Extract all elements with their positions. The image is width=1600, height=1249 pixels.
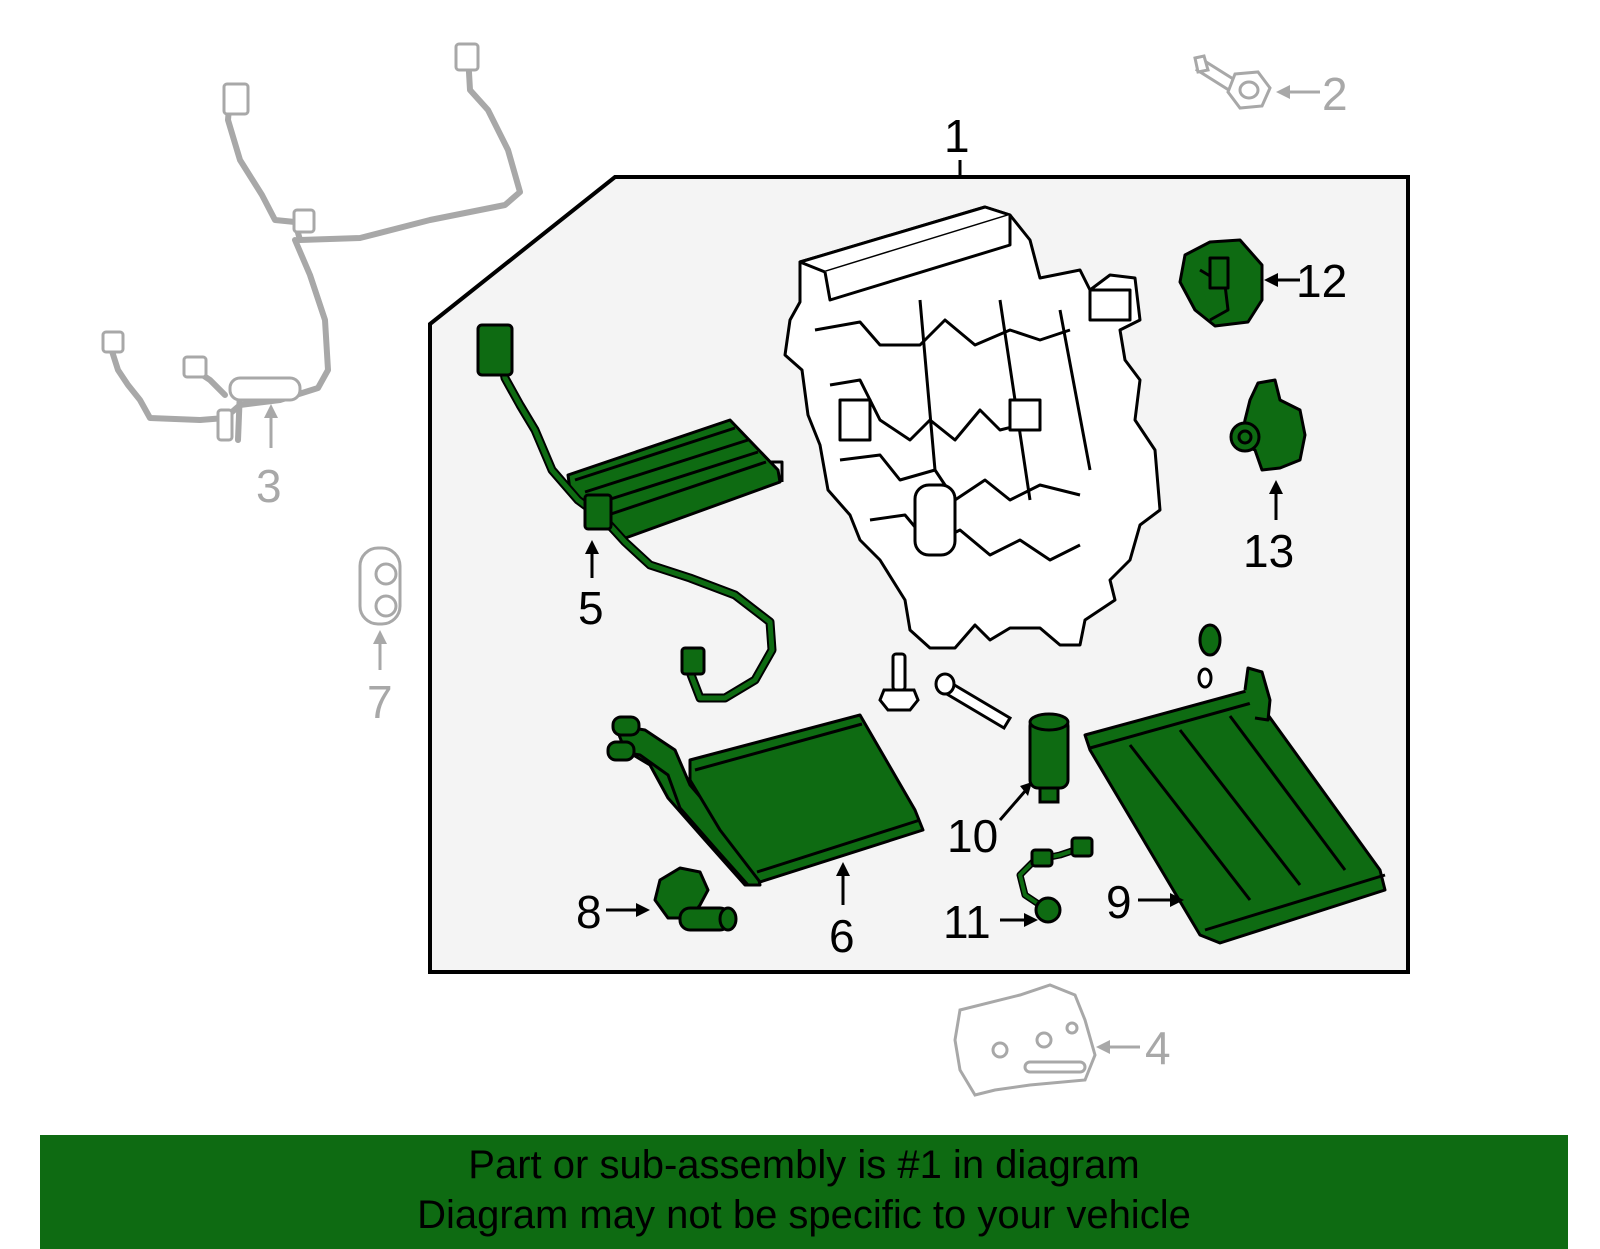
callout-12-arrowhead bbox=[1264, 273, 1278, 287]
callout-8: 8 bbox=[576, 886, 602, 938]
callout-7: 7 bbox=[367, 676, 393, 728]
part-1-housing bbox=[783, 205, 1162, 650]
callout-9: 9 bbox=[1106, 876, 1132, 928]
part-8-sensor bbox=[653, 866, 738, 932]
part-4-bracket bbox=[953, 983, 1097, 1097]
callout-11-arrowhead bbox=[1024, 913, 1038, 927]
part-9-evaporator bbox=[1083, 666, 1387, 945]
callout-2: 2 bbox=[1322, 68, 1348, 120]
callout-13-arrowhead bbox=[1269, 480, 1283, 494]
callout-13: 13 bbox=[1243, 525, 1294, 577]
callout-3-arrowhead bbox=[264, 404, 278, 418]
long-bolt-fastener bbox=[934, 672, 1013, 731]
part-10-sensor bbox=[1028, 712, 1070, 804]
callout-5-arrowhead bbox=[585, 540, 599, 554]
part-7-grommet bbox=[358, 546, 402, 626]
callout-11: 11 bbox=[943, 896, 991, 948]
part-5-harness-fill bbox=[495, 337, 775, 701]
part-12-actuator bbox=[1178, 238, 1264, 328]
callout-4-arrowhead bbox=[1096, 1040, 1110, 1054]
part-2-bolt bbox=[1193, 54, 1272, 110]
part-5-connectors bbox=[476, 323, 706, 676]
callout-5: 5 bbox=[578, 582, 604, 634]
part-13-actuator bbox=[1229, 378, 1307, 472]
callout-12: 12 bbox=[1296, 255, 1347, 307]
callout-1: 1 bbox=[944, 110, 970, 162]
callout-10-arrowhead bbox=[1020, 782, 1032, 796]
o-ring-seals bbox=[1197, 623, 1222, 689]
part-11-harness-fill bbox=[1018, 843, 1092, 907]
callout-9-arrowhead bbox=[1170, 893, 1184, 907]
screw-fastener bbox=[878, 652, 920, 712]
part-6-heater-core bbox=[606, 713, 925, 887]
callout-3: 3 bbox=[256, 460, 282, 512]
callout-10: 10 bbox=[947, 810, 998, 862]
callout-7-arrowhead bbox=[373, 630, 387, 644]
callout-10-arrow bbox=[998, 789, 1028, 821]
callout-6: 6 bbox=[829, 910, 855, 962]
callout-4: 4 bbox=[1145, 1022, 1171, 1074]
part-11-connectors bbox=[1030, 836, 1094, 924]
callout-2-arrowhead bbox=[1276, 85, 1290, 99]
part-3-connectors bbox=[101, 42, 480, 442]
banner-line-1: Part or sub-assembly is #1 in diagram bbox=[468, 1143, 1140, 1187]
callout-8-arrowhead bbox=[636, 903, 650, 917]
info-banner: Part or sub-assembly is #1 in diagram Di… bbox=[40, 1135, 1568, 1249]
callout-6-arrowhead bbox=[836, 862, 850, 876]
banner-line-2: Diagram may not be specific to your vehi… bbox=[417, 1193, 1191, 1237]
